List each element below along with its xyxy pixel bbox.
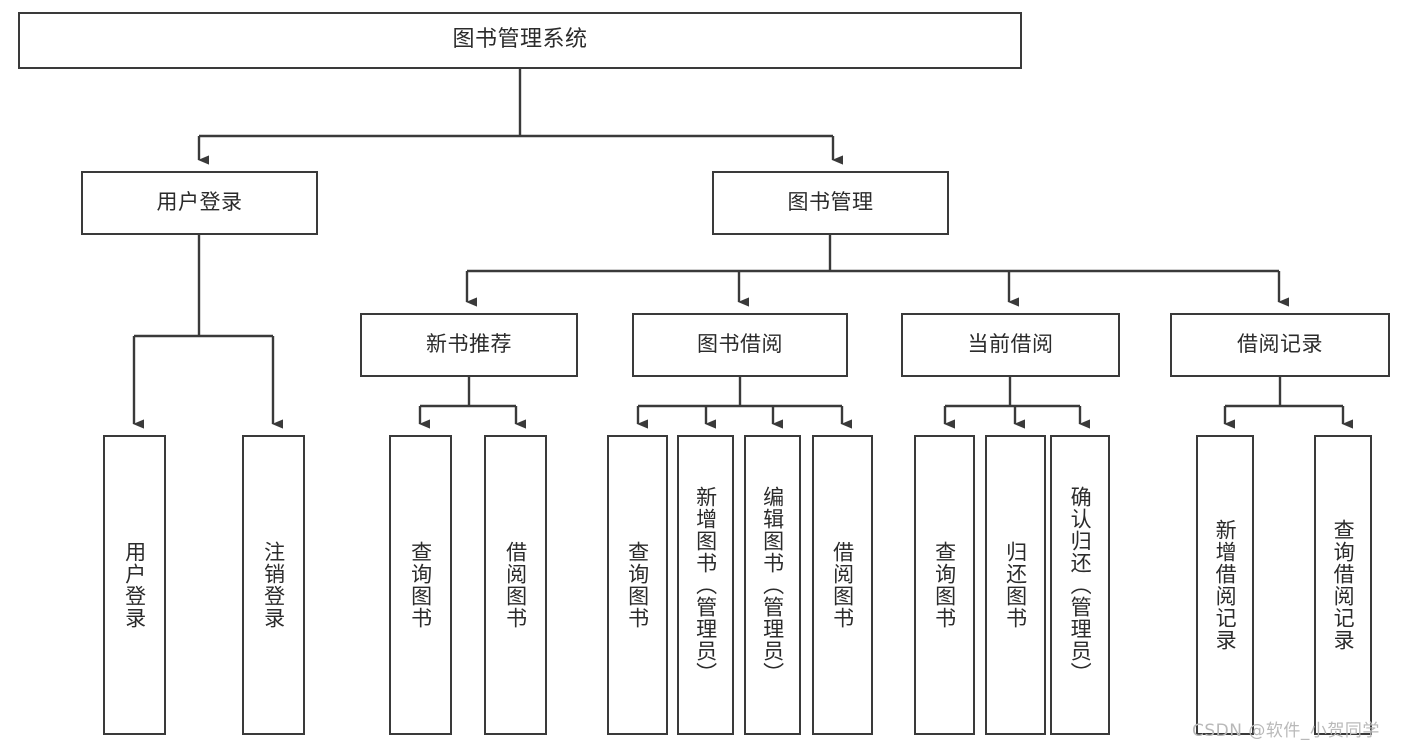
node-new-book-recommend-label: 新书推荐 [426, 332, 512, 357]
node-leaf-add-borrow-record[interactable]: 新增借阅记录 [1196, 435, 1254, 735]
node-leaf-confirm-return-label: 确认归还（管理员） [1068, 486, 1093, 684]
node-leaf-return-book[interactable]: 归还图书 [985, 435, 1046, 735]
node-new-book-recommend[interactable]: 新书推荐 [360, 313, 578, 377]
node-book-manage[interactable]: 图书管理 [712, 171, 949, 235]
node-leaf-borrow-book-label: 借阅图书 [830, 541, 855, 629]
node-leaf-borrow-book-recommend-label: 借阅图书 [503, 541, 528, 629]
node-book-manage-label: 图书管理 [787, 190, 874, 215]
node-leaf-query-borrow-record[interactable]: 查询借阅记录 [1314, 435, 1372, 735]
node-leaf-user-login[interactable]: 用户登录 [103, 435, 166, 735]
node-leaf-query-book-current[interactable]: 查询图书 [914, 435, 975, 735]
node-current-borrow-label: 当前借阅 [967, 332, 1054, 357]
csdn-watermark: CSDN @软件_小贺同学 [1192, 721, 1380, 741]
node-book-borrow-label: 图书借阅 [697, 332, 783, 357]
node-leaf-query-borrow-record-label: 查询借阅记录 [1331, 519, 1356, 651]
node-leaf-add-borrow-record-label: 新增借阅记录 [1213, 519, 1238, 651]
node-leaf-borrow-book-recommend[interactable]: 借阅图书 [484, 435, 547, 735]
node-user-login[interactable]: 用户登录 [81, 171, 318, 235]
node-book-borrow[interactable]: 图书借阅 [632, 313, 848, 377]
node-leaf-add-book[interactable]: 新增图书（管理员） [677, 435, 734, 735]
node-leaf-query-book-borrow-label: 查询图书 [625, 541, 650, 629]
node-leaf-query-book-borrow[interactable]: 查询图书 [607, 435, 668, 735]
node-root-system[interactable]: 图书管理系统 [18, 12, 1022, 69]
node-leaf-logout[interactable]: 注销登录 [242, 435, 305, 735]
node-leaf-query-book-recommend[interactable]: 查询图书 [389, 435, 452, 735]
node-user-login-label: 用户登录 [156, 190, 243, 215]
node-leaf-query-book-recommend-label: 查询图书 [408, 541, 433, 629]
node-leaf-borrow-book[interactable]: 借阅图书 [812, 435, 873, 735]
node-leaf-return-book-label: 归还图书 [1003, 541, 1028, 629]
node-root-label: 图书管理系统 [452, 27, 588, 53]
node-borrow-record-label: 借阅记录 [1237, 332, 1323, 357]
node-current-borrow[interactable]: 当前借阅 [901, 313, 1120, 377]
node-leaf-edit-book[interactable]: 编辑图书（管理员） [744, 435, 801, 735]
node-leaf-user-login-label: 用户登录 [122, 541, 147, 629]
node-leaf-logout-label: 注销登录 [261, 541, 286, 629]
node-leaf-edit-book-label: 编辑图书（管理员） [760, 486, 785, 684]
node-borrow-record[interactable]: 借阅记录 [1170, 313, 1390, 377]
node-leaf-query-book-current-label: 查询图书 [932, 541, 957, 629]
node-leaf-add-book-label: 新增图书（管理员） [693, 486, 718, 684]
node-leaf-confirm-return[interactable]: 确认归还（管理员） [1050, 435, 1110, 735]
